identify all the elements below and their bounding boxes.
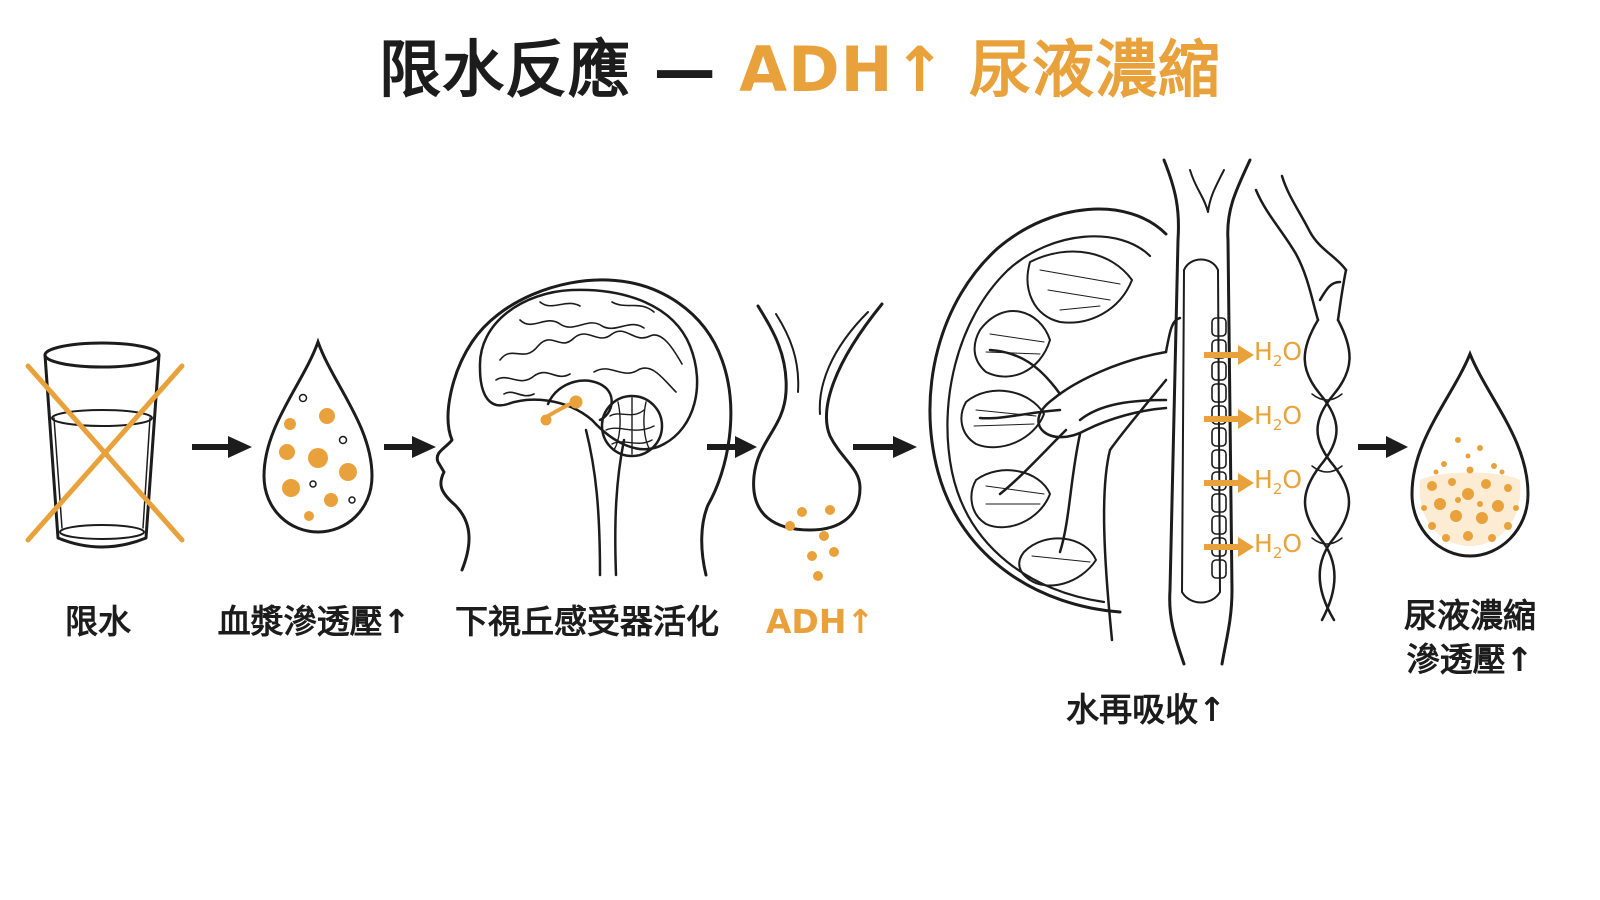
arrow-right-icon [384,436,436,458]
water-label-h: H [1254,465,1273,494]
step-label-plasma-osmolality: 血漿滲透壓↑ [217,602,411,641]
step-label-urine-line-1: 尿液濃縮 [1404,596,1536,635]
water-label-h: H [1254,401,1273,430]
step-label-water-restriction: 限水 [65,602,131,641]
arrow-right-icon [1358,436,1408,458]
step-label-hypothalamus: 下視丘感受器活化 [455,602,719,641]
water-label-o: O [1282,401,1303,430]
water-label-sub: 2 [1272,416,1283,434]
urine-drop-icon [1410,350,1530,558]
step-label-water-reabsorption: 水再吸收↑ [1066,690,1226,729]
water-label-sub: 2 [1272,480,1283,498]
blood-drop-icon [262,337,374,534]
water-arrow-icon [1204,473,1254,493]
water-label: H2O [1254,338,1302,375]
collecting-duct-icon [1162,158,1252,666]
water-label: H2O [1254,402,1302,439]
water-label-o: O [1282,529,1303,558]
water-arrow-icon [1204,345,1254,365]
water-label-h: H [1254,529,1273,558]
crossed-glass-icon [25,341,185,549]
kidney-icon [928,207,1182,642]
title-part-1: 限水反應 [378,33,631,106]
water-label-o: O [1282,465,1303,494]
water-arrow-icon [1204,537,1254,557]
water-label-sub: 2 [1272,352,1283,370]
water-label-h: H [1254,337,1273,366]
step-label-concentrated-urine: 尿液濃縮 滲透壓↑ [1392,594,1548,682]
title-part-2: ADH↑ 尿液濃縮 [739,33,1222,106]
step-label-urine-line-2: 滲透壓↑ [1406,640,1534,679]
water-label: H2O [1254,466,1302,503]
water-label-sub: 2 [1272,544,1283,562]
diagram-title: 限水反應 — ADH↑ 尿液濃縮 [0,28,1600,112]
arrow-right-icon [192,436,252,458]
title-dash: — [653,33,717,106]
water-arrow-icon [1204,409,1254,429]
water-label-o: O [1282,337,1303,366]
water-label: H2O [1254,530,1302,567]
arrow-right-icon [853,436,917,458]
capillary-icon [1254,174,1351,622]
brain-head-icon [435,278,733,577]
pituitary-icon [752,302,884,581]
step-label-adh: ADH↑ [765,602,875,641]
water-arrows [1204,345,1254,557]
arrow-right-icon [707,436,757,458]
